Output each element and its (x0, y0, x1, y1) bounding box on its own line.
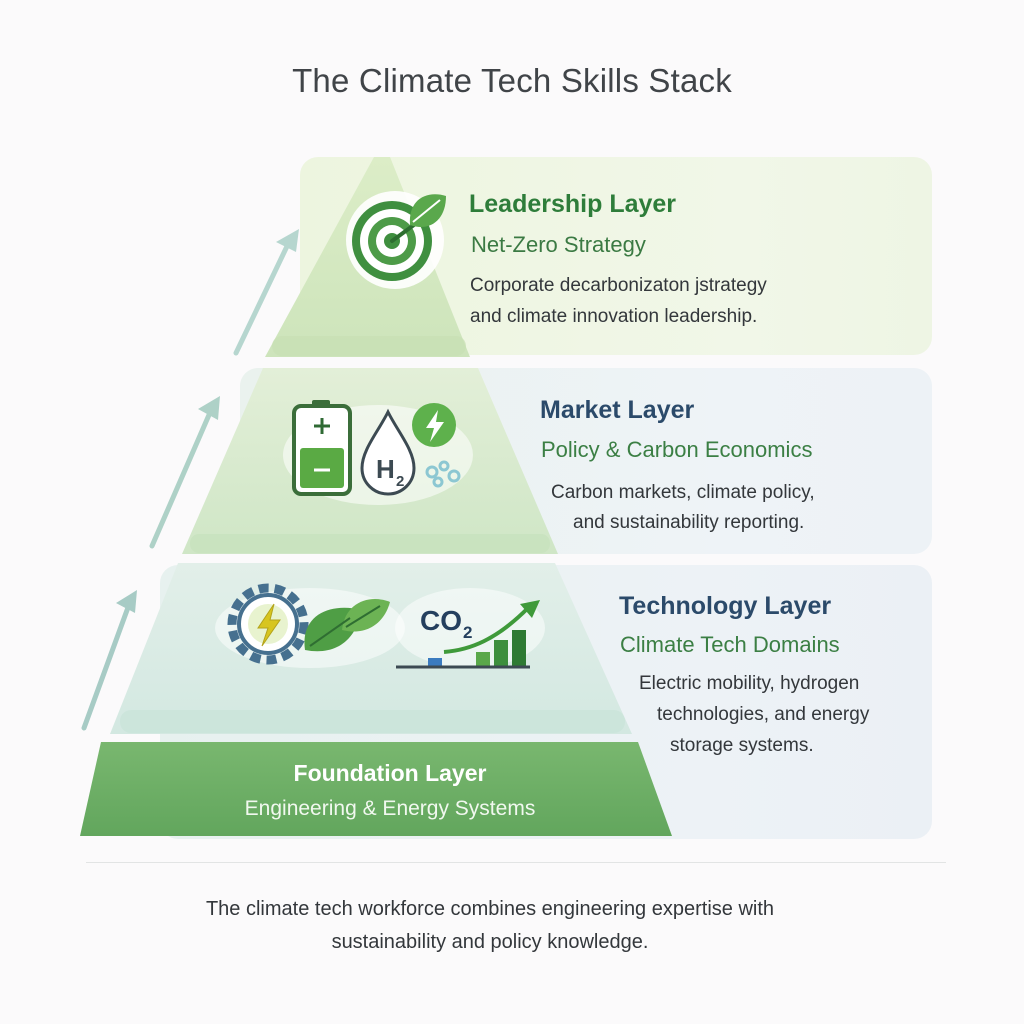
co2-label: CO (420, 605, 462, 636)
hydrogen-drop-icon: H 2 (360, 408, 416, 496)
growth-arrow-mid (149, 405, 215, 549)
technology-layer-description-line: technologies, and energy (657, 704, 870, 725)
leaves-icon (304, 599, 390, 652)
market-tier-ledge (190, 534, 550, 553)
leadership-layer-description-line: Corporate decarbonizaton jstrategy (470, 275, 767, 296)
growth-arrow-top-head (276, 229, 299, 252)
market-layer-subtitle: Policy & Carbon Economics (541, 437, 813, 462)
growth-arrow-low (81, 599, 133, 731)
foundation-layer-subtitle: Engineering & Energy Systems (244, 797, 536, 820)
growth-arrow-mid-head (198, 396, 220, 420)
market-layer-description-line: and sustainability reporting. (573, 512, 805, 533)
hydrogen-label: H (376, 454, 395, 484)
growth-arrow-low-head (116, 590, 137, 613)
target-leaf-icon (346, 191, 446, 289)
lightning-badge-icon (412, 403, 456, 447)
growth-arrow-top (233, 237, 293, 356)
hydrogen-subscript: 2 (396, 473, 404, 490)
technology-tier-ledge (120, 710, 625, 733)
leadership-tier-ledge (272, 336, 466, 356)
market-layer-title: Market Layer (540, 396, 695, 424)
technology-layer-description-line: Electric mobility, hydrogen (639, 673, 860, 694)
foundation-tier (80, 742, 672, 836)
market-layer-description-line: Carbon markets, climate policy, (551, 482, 815, 503)
footer-caption-line: sustainability and policy knowledge. (331, 931, 649, 953)
page-title: The Climate Tech Skills Stack (292, 62, 732, 99)
foundation-layer-title: Foundation Layer (293, 760, 487, 786)
footer-divider (86, 862, 946, 863)
gear-lightning-icon (227, 583, 309, 665)
technology-layer-title: Technology Layer (619, 592, 832, 620)
technology-layer-description-line: storage systems. (670, 735, 814, 756)
bubbles-icon (425, 460, 461, 488)
footer-caption: The climate tech workforce combines engi… (0, 893, 980, 959)
co2-growth-chart-icon: CO 2 (396, 600, 540, 669)
technology-layer-subtitle: Climate Tech Domains (620, 632, 840, 657)
leadership-layer-description-line: and climate innovation leadership. (470, 306, 758, 327)
footer-caption-line: The climate tech workforce combines engi… (205, 898, 775, 920)
leadership-layer-title: Leadership Layer (469, 190, 677, 218)
battery-icon (292, 400, 352, 496)
co2-subscript: 2 (463, 623, 472, 642)
leadership-layer-subtitle: Net-Zero Strategy (471, 232, 646, 257)
